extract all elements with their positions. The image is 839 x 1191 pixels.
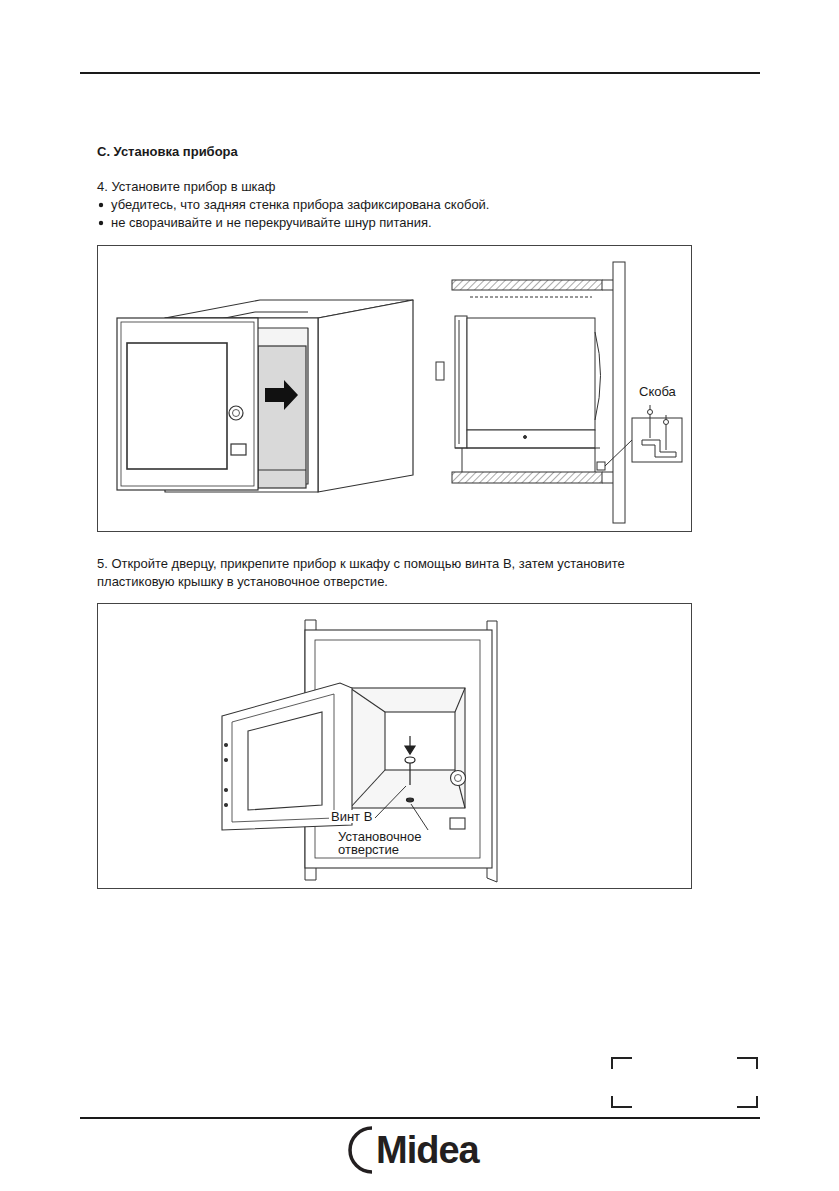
bracket-detail <box>605 405 682 466</box>
microwave-open <box>225 804 228 807</box>
microwave-open <box>222 683 352 830</box>
logo-arc <box>350 1128 372 1172</box>
screw-detail <box>405 746 415 754</box>
section-drawing <box>470 297 592 298</box>
microwave-open <box>232 694 334 822</box>
insert-arrow <box>265 380 298 410</box>
corner-marks <box>612 1058 632 1069</box>
bullet <box>99 203 103 207</box>
section-drawing <box>455 448 600 449</box>
microwave-open <box>455 775 462 782</box>
microwave-open <box>248 712 322 810</box>
microwave-drawing <box>231 444 246 455</box>
section-drawing <box>436 362 444 380</box>
page-rule <box>80 72 760 74</box>
section-drawing <box>613 262 625 523</box>
corner-marks <box>612 1096 632 1107</box>
bracket-detail <box>632 418 682 462</box>
bullet-text: убедитесь, что задняя стенка прибора заф… <box>111 196 489 214</box>
figure-frame: Скоба <box>97 245 692 532</box>
section-drawing <box>602 472 613 473</box>
bullet <box>99 203 103 225</box>
section-drawing <box>455 316 467 448</box>
part-label: Скоба <box>637 385 678 398</box>
microwave-open <box>350 770 385 808</box>
section-drawing <box>452 472 602 483</box>
brand-logo: Midea <box>376 1128 479 1172</box>
section-drawing <box>595 332 601 420</box>
cabinet-drawing <box>255 311 308 312</box>
microwave-open <box>225 744 228 747</box>
microwave-open <box>225 759 228 762</box>
microwave-drawing <box>117 318 258 490</box>
section-drawing <box>602 280 613 281</box>
microwave-open <box>455 688 465 712</box>
microwave-open <box>225 789 228 792</box>
section-drawing <box>467 430 595 448</box>
section-drawing <box>524 436 527 439</box>
microwave-open <box>350 688 385 712</box>
page-rule <box>80 1117 760 1119</box>
section-drawing <box>452 280 602 290</box>
leader-line <box>375 786 432 836</box>
page-rule <box>80 73 760 1118</box>
part-label: Установочное отверстие <box>336 830 440 856</box>
microwave-drawing <box>127 343 227 469</box>
bracket-detail <box>648 410 653 415</box>
microwave-drawing <box>117 318 306 490</box>
microwave-drawing <box>233 410 240 417</box>
section-drawing <box>467 318 595 430</box>
section-drawing <box>595 448 596 472</box>
figure-frame: Винт В Установочное отверстие <box>97 603 692 889</box>
screw-detail <box>409 763 410 785</box>
bracket-detail <box>664 420 669 425</box>
cabinet-drawing <box>318 300 413 492</box>
section-drawing <box>459 320 460 444</box>
microwave-open <box>451 771 466 786</box>
corner-marks <box>737 1096 757 1107</box>
bullet-text: не сворачивайте и не перекручивайте шнур… <box>111 214 432 232</box>
section-drawing <box>462 448 463 472</box>
bullet <box>99 221 103 225</box>
microwave-drawing <box>258 469 306 470</box>
microwave-drawing <box>229 406 243 420</box>
bracket-detail <box>605 440 632 466</box>
screw-detail <box>405 757 415 763</box>
section-drawing <box>602 483 613 484</box>
microwave-open <box>222 630 492 868</box>
microwave-drawing <box>258 346 306 488</box>
screw-detail <box>405 736 415 802</box>
corner-marks <box>612 1058 757 1107</box>
section-drawing <box>436 262 625 523</box>
leader-line <box>375 786 406 818</box>
microwave-open <box>385 712 455 770</box>
step-text: 4. Установите прибор в шкаф <box>97 178 276 196</box>
microwave-open <box>450 818 465 829</box>
screw-detail <box>407 798 414 802</box>
microwave-open <box>350 688 465 808</box>
section-title: С. Установка прибора <box>97 143 238 161</box>
corner-marks <box>737 1058 757 1069</box>
part-label: Винт В <box>329 810 374 823</box>
step-text: 5. Откройте дверцу, прикрепите прибор к … <box>97 555 697 591</box>
section-drawing <box>597 462 605 470</box>
bracket-detail <box>642 440 676 457</box>
microwave-drawing <box>121 322 254 486</box>
section-drawing <box>602 290 613 291</box>
